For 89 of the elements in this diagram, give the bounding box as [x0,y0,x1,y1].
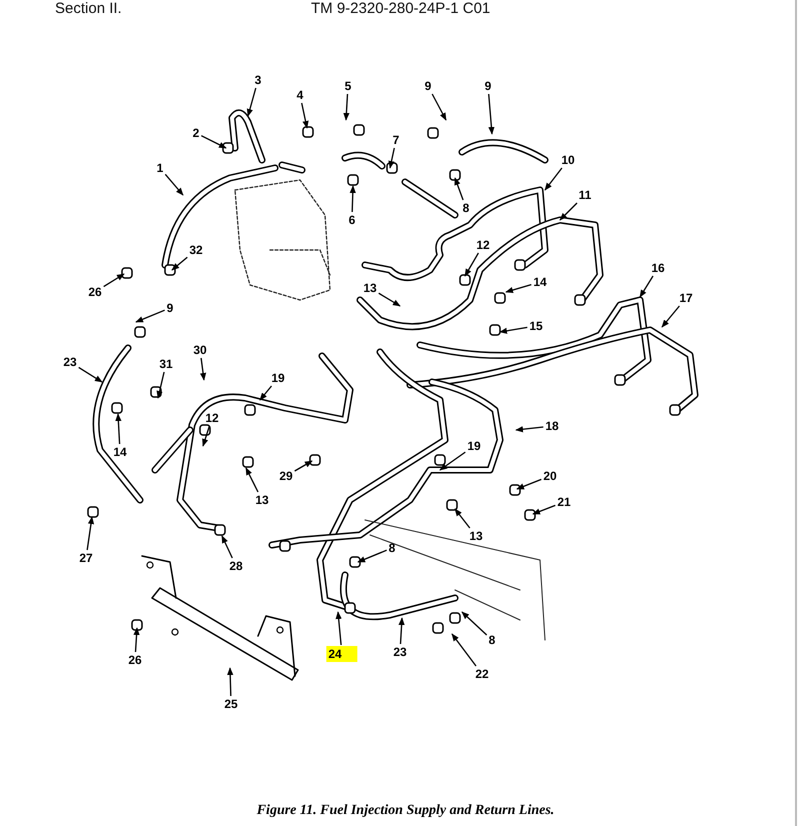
callout-number: 10 [560,153,576,167]
leader-line [164,174,184,196]
leader-line [439,452,466,471]
callout-number: 23 [392,645,408,659]
leader-line [343,94,350,121]
callout-number: 13 [254,493,270,507]
leader-line [516,478,542,490]
highlighted-callout-number: 24 [326,646,358,662]
leader-line [464,252,479,277]
callout-number: 6 [348,213,356,227]
leader-line [515,426,544,432]
callout-number: 27 [78,551,94,565]
callout-number: 13 [468,529,484,543]
leader-line [78,366,103,383]
leader-line [115,413,122,444]
leader-line [662,306,680,328]
header-text: Section II. [55,0,122,17]
leader-line [461,611,488,636]
callout-number: 12 [475,238,491,252]
callout-number: 29 [278,469,294,483]
callout-number: 7 [392,133,400,147]
leader-line [432,94,447,121]
callout-number: 26 [127,653,143,667]
callout-number: 20 [542,469,558,483]
leader-line [200,358,206,381]
callout-number: 19 [466,439,482,453]
leader-line [357,550,387,563]
callout-number: 1 [156,161,164,175]
callout-number: 28 [228,559,244,573]
leader-line [246,88,256,117]
callout-number: 9 [166,301,174,315]
callout-number: 31 [158,357,174,371]
leader-line [639,276,654,298]
leader-line [454,508,470,528]
leader-line [532,504,556,515]
leader-line [103,273,125,288]
callout-number: 22 [474,667,490,681]
leader-line [378,292,401,307]
callout-number: 21 [556,495,572,509]
header-text: TM 9-2320-280-24P-1 C01 [311,0,490,17]
leader-line [135,310,165,323]
leader-line [86,516,94,550]
callout-number: 23 [62,355,78,369]
callout-number: 30 [192,343,208,357]
leader-line [133,627,140,652]
leader-line [544,168,562,191]
leader-line [336,611,342,646]
callout-number: 14 [532,275,548,289]
leader-line [454,177,464,200]
callout-number: 19 [270,371,286,385]
callout-number: 14 [112,445,128,459]
leader-line [260,386,272,401]
leader-line [398,617,405,644]
leader-line [156,372,165,399]
callout-number: 9 [424,79,432,93]
callout-number: 12 [204,411,220,425]
leader-line [505,284,532,294]
leader-line [451,633,477,666]
leader-line [499,326,528,334]
leader-line [221,535,233,558]
callout-number: 13 [362,281,378,295]
callout-number: 11 [578,188,592,202]
callout-number: 9 [484,79,492,93]
leader-line [202,426,210,447]
callout-number: 2 [192,126,200,140]
callout-number: 4 [296,88,304,102]
callout-number: 5 [344,79,352,93]
leader-line [301,102,309,129]
callout-number: 16 [650,261,666,275]
callout-number: 17 [678,291,694,305]
callout-number: 8 [388,541,396,555]
callout-number: 8 [488,633,496,647]
leader-line [171,256,188,270]
callout-number: 15 [528,319,544,333]
callout-number: 26 [87,285,103,299]
leader-line [294,460,313,472]
callout-number: 8 [462,201,470,215]
leader-line [350,185,356,212]
callout-number: 25 [223,697,239,711]
leader-line [245,467,259,492]
leader-line [227,667,234,696]
callout-number: 3 [254,73,262,87]
leader-line [488,94,495,135]
leader-line [201,135,227,149]
figure-caption: Figure 11. Fuel Injection Supply and Return Lines. [256,803,554,818]
leader-line [388,148,395,169]
callout-number: 32 [188,243,204,257]
callout-number: 18 [544,419,560,433]
leader-line [559,202,578,221]
